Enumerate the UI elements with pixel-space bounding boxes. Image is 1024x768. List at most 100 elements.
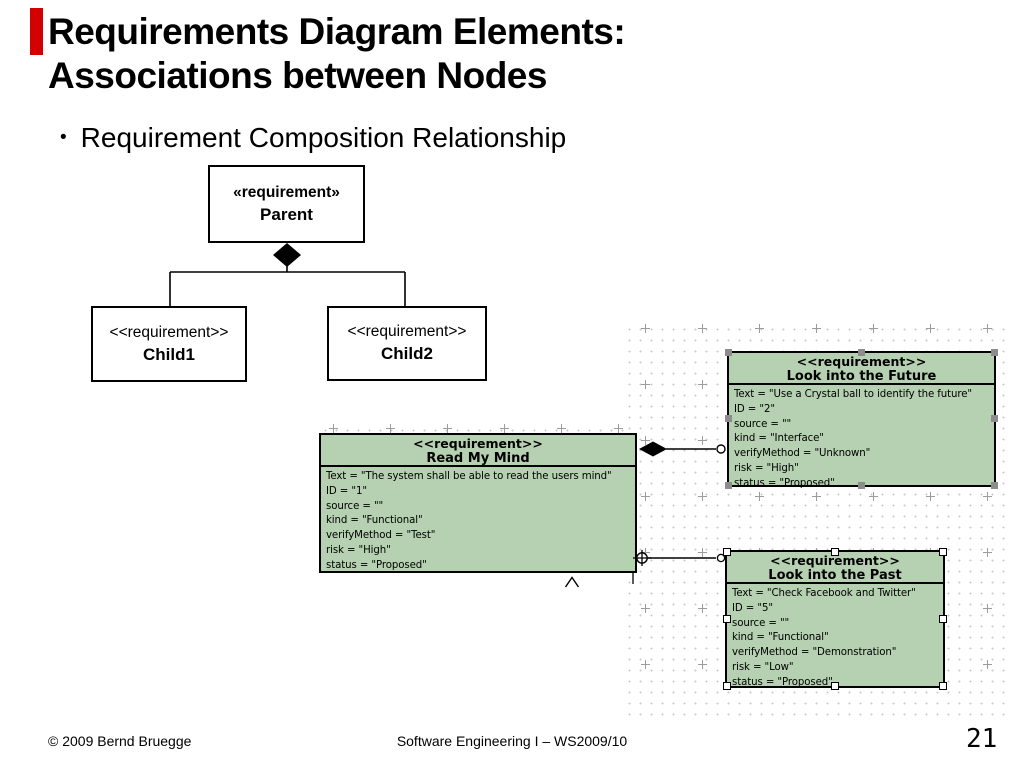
grid-plus-mark (641, 548, 650, 557)
read-my-mind-stereotype: <<requirement>> (413, 436, 543, 451)
grid-plus-mark (641, 492, 650, 501)
attribute-line: source = "" (734, 418, 792, 430)
composition-diamond-icon (273, 243, 301, 267)
grid-plus-mark (812, 492, 821, 501)
parent-name: Parent (260, 204, 313, 224)
grid-plus-mark (386, 424, 395, 433)
grid-plus-mark (698, 492, 707, 501)
past-name: Look into the Past (768, 568, 902, 583)
child2-stereotype: <<requirement>> (347, 323, 467, 340)
attribute-line: kind = "Interface" (734, 433, 824, 445)
grid-plus-mark (698, 436, 707, 445)
attribute-line: risk = "High" (734, 462, 799, 474)
grid-plus-mark (983, 660, 992, 669)
selection-handle[interactable] (831, 548, 839, 556)
selection-handle[interactable] (857, 482, 865, 489)
attribute-line: verifyMethod = "Unknown" (734, 448, 871, 460)
canvas-grid-strip (318, 423, 624, 434)
requirement-node-parent: «requirement» Parent (208, 165, 365, 243)
selection-handle[interactable] (991, 415, 998, 422)
page-title: Requirements Diagram Elements: Associati… (48, 10, 626, 98)
grid-plus-mark (983, 548, 992, 557)
future-header: <<requirement>> Look into the Future (729, 353, 994, 385)
grid-plus-mark (755, 492, 764, 501)
future-stereotype: <<requirement>> (796, 354, 927, 369)
read-my-mind-name: Read My Mind (426, 451, 530, 466)
read-my-mind-attributes: Text = "The system shall be able to read… (321, 467, 635, 574)
attribute-line: ID = "5" (732, 602, 773, 614)
grid-plus-mark (698, 324, 707, 333)
future-name: Look into the Future (786, 369, 937, 384)
grid-plus-mark (557, 424, 566, 433)
attribute-line: verifyMethod = "Test" (326, 530, 436, 542)
grid-plus-mark (641, 380, 650, 389)
grid-plus-mark (329, 424, 338, 433)
selection-handle[interactable] (857, 349, 865, 356)
attribute-line: Text = "Check Facebook and Twitter" (732, 588, 916, 599)
footer-copyright: © 2009 Bernd Bruegge (48, 733, 192, 749)
child2-name: Child2 (381, 344, 433, 363)
selection-handle[interactable] (725, 415, 732, 422)
bullet-icon: • (60, 127, 67, 148)
past-header: <<requirement>> Look into the Past (727, 552, 943, 584)
page-title-line2: Associations between Nodes (48, 55, 547, 96)
selection-handle[interactable] (831, 682, 839, 690)
grid-plus-mark (983, 324, 992, 333)
selection-handle[interactable] (723, 615, 731, 623)
grid-plus-mark (755, 324, 764, 333)
composition-tree-lines (169, 266, 406, 307)
requirement-node-child2: <<requirement>> Child2 (327, 306, 487, 381)
selection-handle[interactable] (723, 682, 731, 690)
bullet-text: Requirement Composition Relationship (80, 122, 567, 153)
attribute-line: status = "Proposed" (732, 676, 833, 688)
attribute-line: verifyMethod = "Demonstration" (732, 647, 897, 659)
footer-course-name: Software Engineering I – WS2009/10 (396, 733, 628, 749)
attribute-line: kind = "Functional" (732, 632, 829, 644)
grid-plus-mark (698, 660, 707, 669)
grid-plus-mark (926, 324, 935, 333)
future-attributes: Text = "Use a Crystal ball to identify t… (729, 385, 994, 492)
bullet-item: • Requirement Composition Relationship (60, 122, 566, 154)
selection-handle[interactable] (991, 482, 998, 489)
grid-plus-mark (614, 424, 623, 433)
attribute-line: ID = "2" (734, 403, 775, 415)
page-number: 21 (966, 724, 998, 754)
attribute-line: risk = "High" (326, 544, 391, 556)
selection-handle[interactable] (991, 349, 998, 356)
grid-plus-mark (698, 548, 707, 557)
grid-plus-mark (698, 380, 707, 389)
attribute-line: status = "Proposed" (734, 477, 835, 489)
requirement-node-look-into-the-future: <<requirement>> Look into the Future Tex… (725, 349, 998, 489)
requirement-node-child1: <<requirement>> Child1 (91, 306, 247, 382)
grid-plus-mark (812, 324, 821, 333)
selection-handle[interactable] (939, 615, 947, 623)
requirement-node-read-my-mind: <<requirement>> Read My Mind Text = "The… (319, 433, 637, 573)
past-stereotype: <<requirement>> (770, 553, 900, 568)
grid-plus-mark (641, 604, 650, 613)
grid-plus-mark (698, 604, 707, 613)
attribute-line: status = "Proposed" (326, 559, 427, 571)
child1-name: Child1 (143, 344, 195, 364)
red-accent-bar (30, 8, 43, 55)
open-arrowhead-icon (564, 576, 580, 588)
grid-plus-mark (641, 324, 650, 333)
attribute-line: source = "" (326, 500, 384, 512)
parent-stereotype: «requirement» (233, 183, 340, 201)
read-my-mind-header: <<requirement>> Read My Mind (321, 435, 635, 467)
attribute-line: kind = "Functional" (326, 515, 423, 527)
grid-plus-mark (869, 492, 878, 501)
grid-plus-mark (641, 436, 650, 445)
selection-handle[interactable] (939, 548, 947, 556)
attribute-line: risk = "Low" (732, 661, 794, 673)
selection-handle[interactable] (723, 548, 731, 556)
selection-handle[interactable] (725, 482, 732, 489)
selection-handle[interactable] (939, 682, 947, 690)
selection-handle[interactable] (725, 349, 732, 356)
grid-plus-mark (983, 604, 992, 613)
grid-plus-mark (641, 660, 650, 669)
page-title-line1: Requirements Diagram Elements: (48, 11, 626, 52)
grid-plus-mark (500, 424, 509, 433)
past-attributes: Text = "Check Facebook and Twitter" ID =… (727, 584, 943, 691)
grid-plus-mark (443, 424, 452, 433)
